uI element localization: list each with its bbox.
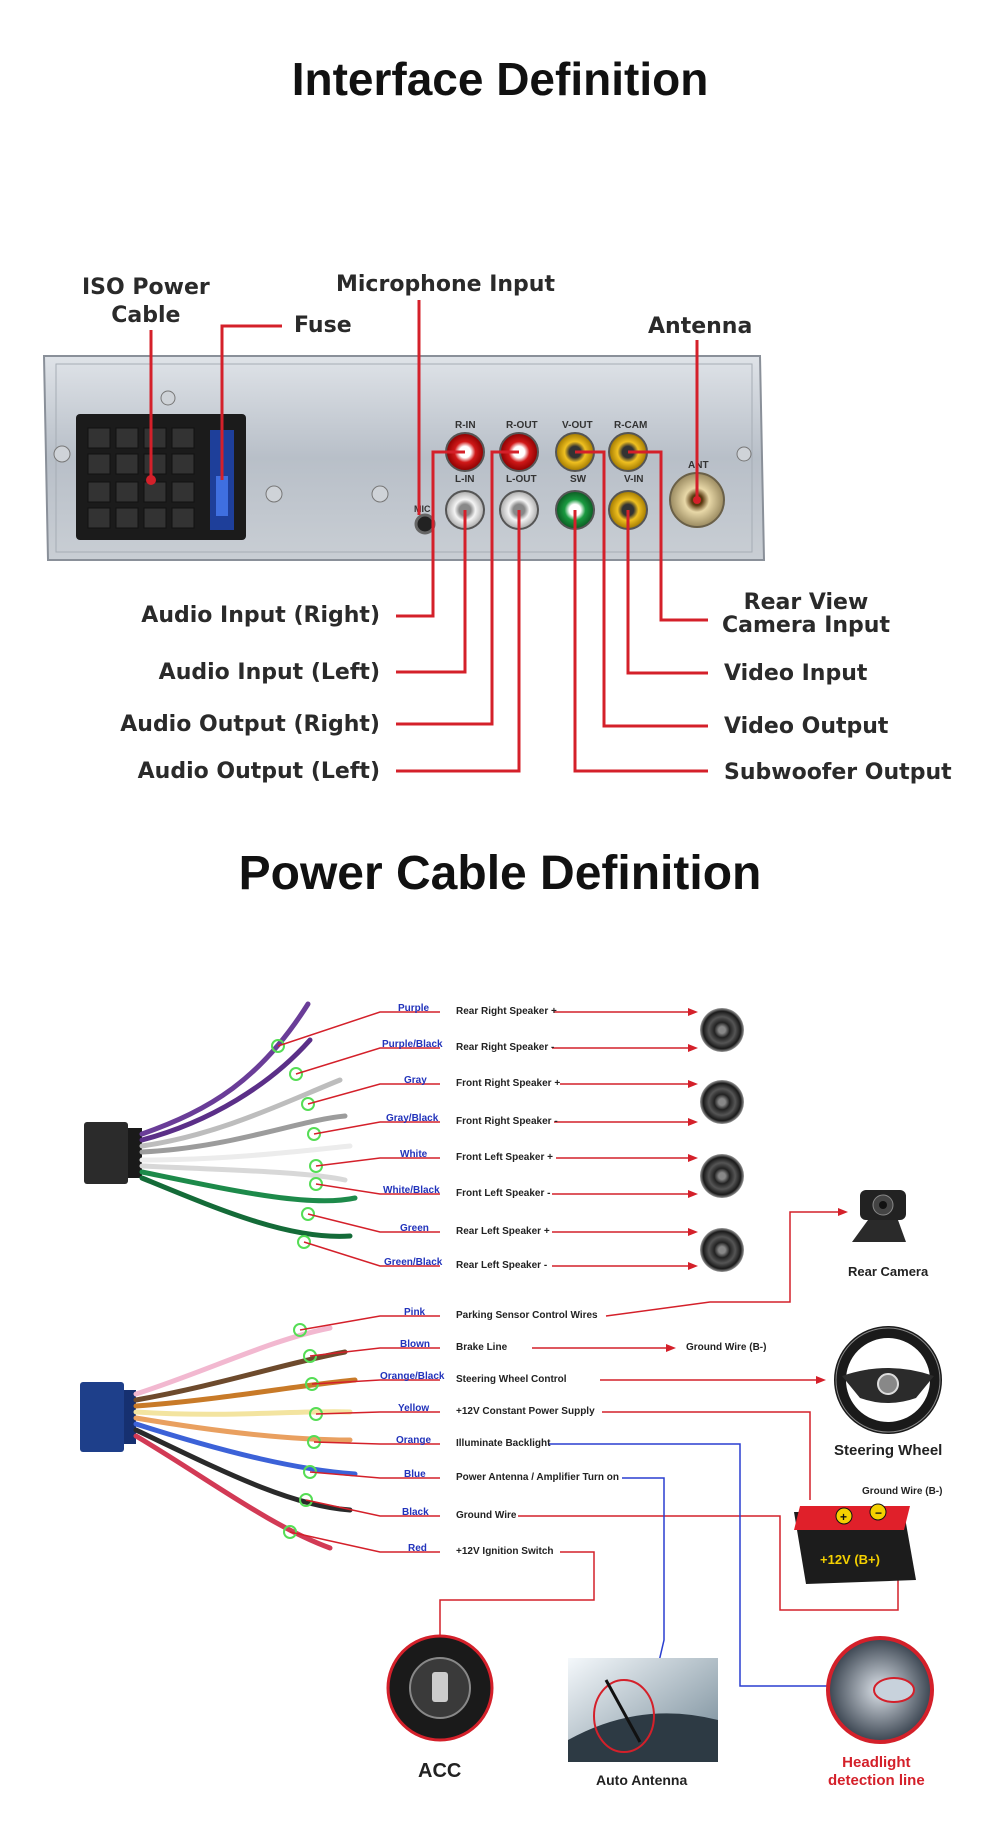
wire-color-label: Orange	[396, 1435, 432, 1446]
mark-r-out: R-OUT	[506, 420, 538, 431]
wire-color-label: Gray	[404, 1075, 427, 1086]
interface-diagram: MIC R-IN R-OUT V-OUT R-CAM L-IN L-OUT SW…	[42, 300, 766, 773]
interface-leader-lines	[146, 300, 708, 773]
wire-function-label: +12V Ignition Switch	[456, 1546, 554, 1557]
mic-mark: MIC	[414, 504, 431, 514]
video-output-label: Video Output	[724, 714, 889, 739]
wire-color-label: Green/Black	[384, 1257, 443, 1268]
steering-wheel-icon	[834, 1326, 942, 1434]
interface-title: Interface Definition	[291, 53, 709, 105]
power-cable-title: Power Cable Definition	[238, 847, 762, 900]
speaker-leaders	[277, 1011, 690, 1267]
wire-function-label: Steering Wheel Control	[456, 1374, 567, 1385]
wire-color-label: Pink	[404, 1307, 426, 1318]
wire-color-label: Purple	[398, 1003, 430, 1014]
power-cable-diagram: + −	[80, 1001, 942, 1762]
mark-r-in: R-IN	[455, 420, 476, 431]
auto-antenna-photo	[568, 1658, 718, 1762]
svg-text:−: −	[875, 1506, 882, 1520]
wire-function-label: Ground Wire	[456, 1510, 517, 1521]
wire-rings	[271, 1039, 323, 1539]
wire-color-label: Yellow	[398, 1403, 430, 1414]
battery-icon: + −	[794, 1503, 916, 1584]
svg-text:+: +	[840, 1510, 847, 1524]
wire-function-label: Rear Right Speaker -	[456, 1042, 555, 1053]
wire-function-label: Illuminate Backlight	[456, 1438, 551, 1449]
wire-color-label: Purple/Black	[382, 1039, 443, 1050]
wire-color-label: Orange/Black	[380, 1371, 445, 1382]
wire-function-label: +12V Constant Power Supply	[456, 1406, 595, 1417]
mark-l-out: L-OUT	[506, 474, 537, 485]
rear-view-camera-input-label: Rear View Camera Input	[722, 590, 890, 638]
acc-label: ACC	[418, 1760, 462, 1782]
acc-ignition-icon	[386, 1634, 494, 1742]
wire-function-label: Brake Line	[456, 1342, 508, 1353]
rear-camera-label: Rear Camera	[848, 1264, 929, 1279]
wire-function-label: Front Right Speaker -	[456, 1116, 558, 1127]
wire-function-label: Front Right Speaker +	[456, 1078, 561, 1089]
ground-wire-brake-label: Ground Wire (B-)	[686, 1342, 767, 1353]
audio-output-right-label: Audio Output (Right)	[120, 712, 380, 737]
power-harness	[80, 1325, 358, 1551]
headlight-photo	[826, 1636, 934, 1744]
ground-wire-battery-label: Ground Wire (B-)	[862, 1486, 943, 1497]
wire-function-label: Rear Left Speaker -	[456, 1260, 548, 1271]
steering-wheel-label: Steering Wheel	[834, 1442, 943, 1459]
power-leaders	[289, 1211, 899, 1640]
wire-color-label: Red	[408, 1543, 427, 1554]
power-arrowheads	[666, 1208, 848, 1384]
auto-antenna-label: Auto Antenna	[596, 1772, 688, 1788]
iso-power-cable-label: ISO Power Cable	[82, 275, 210, 328]
audio-input-right-label: Audio Input (Right)	[141, 603, 380, 628]
wire-color-label: Blue	[404, 1469, 426, 1480]
video-input-label: Video Input	[724, 661, 868, 686]
wire-function-label: Rear Left Speaker +	[456, 1226, 550, 1237]
rear-camera-icon	[852, 1190, 906, 1242]
antenna-label: Antenna	[648, 314, 753, 339]
wire-color-label: Green	[400, 1223, 429, 1234]
audio-output-left-label: Audio Output (Left)	[137, 759, 380, 784]
headlight-detection-label: Headlight detection line	[828, 1754, 925, 1789]
wire-function-label: Front Left Speaker -	[456, 1188, 551, 1199]
battery-label: +12V (B+)	[820, 1552, 880, 1567]
wire-color-label: White/Black	[383, 1185, 440, 1196]
wire-color-label: Blown	[400, 1339, 430, 1350]
wire-function-label: Rear Right Speaker +	[456, 1006, 557, 1017]
mic-jack	[414, 513, 436, 535]
speakers	[700, 1008, 744, 1272]
mark-r-cam: R-CAM	[614, 420, 647, 431]
microphone-input-label: Microphone Input	[336, 272, 555, 297]
mark-v-in: V-IN	[624, 474, 643, 485]
subwoofer-output-label: Subwoofer Output	[724, 760, 952, 785]
wire-function-label: Front Left Speaker +	[456, 1152, 553, 1163]
speaker-harness	[84, 1001, 358, 1239]
wire-function-label: Parking Sensor Control Wires	[456, 1310, 598, 1321]
speaker-arrowheads	[688, 1008, 698, 1270]
mark-sw: SW	[570, 474, 587, 485]
wire-function-label: Power Antenna / Amplifier Turn on	[456, 1472, 619, 1483]
mark-v-out: V-OUT	[562, 420, 593, 431]
wire-color-label: White	[400, 1149, 428, 1160]
fuse-label: Fuse	[294, 313, 352, 338]
audio-input-left-label: Audio Input (Left)	[158, 660, 380, 685]
mark-l-in: L-IN	[455, 474, 474, 485]
wire-color-label: Gray/Black	[386, 1113, 439, 1124]
wire-color-label: Black	[402, 1507, 429, 1518]
